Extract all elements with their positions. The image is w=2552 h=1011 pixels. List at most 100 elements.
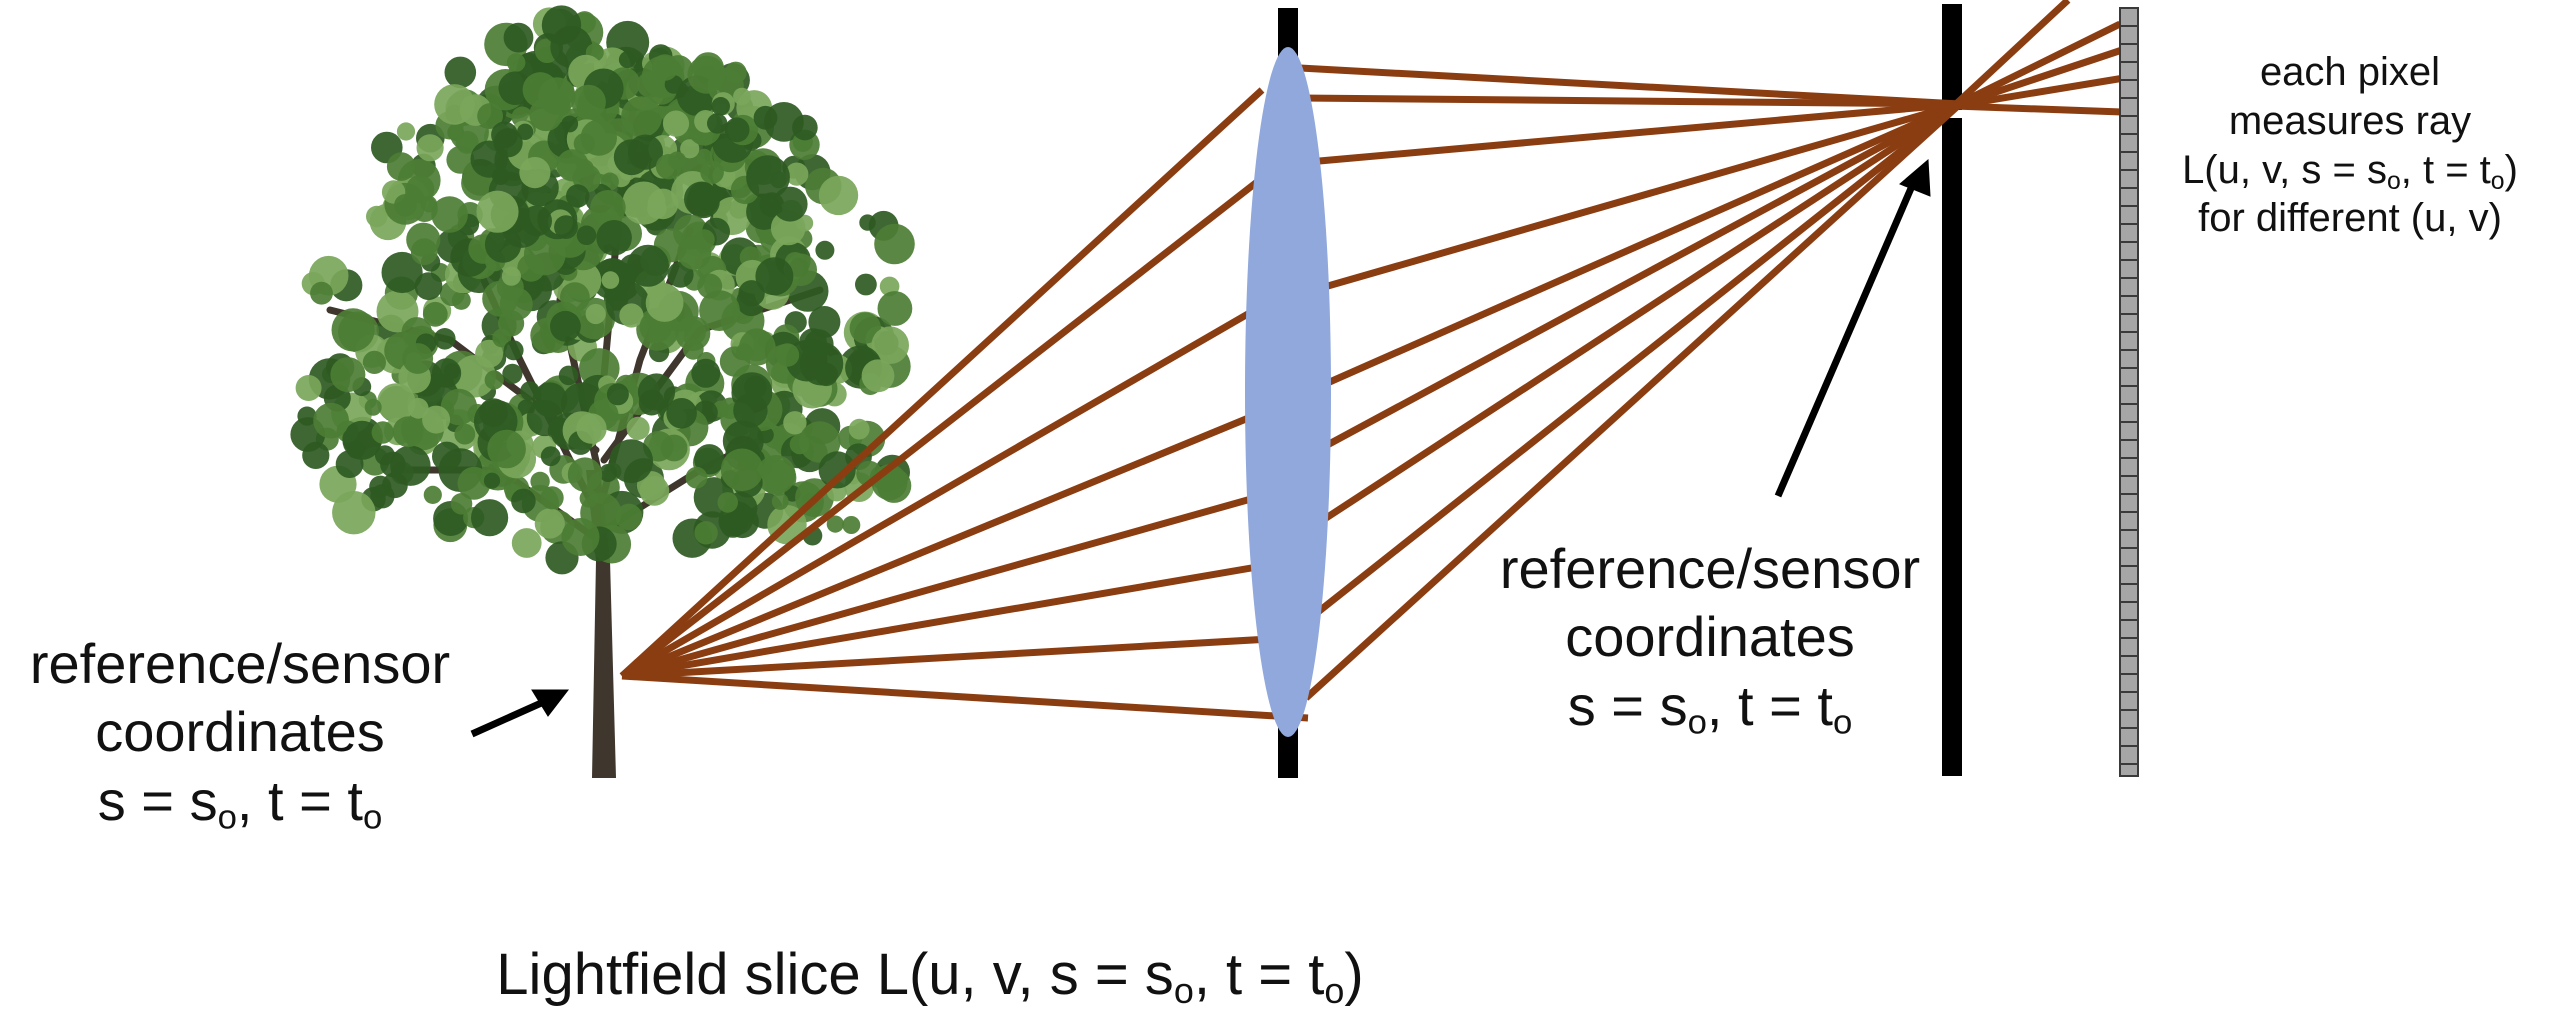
tree-leaf-cluster [739,328,776,366]
sensor-pixel [2119,151,2139,171]
tree-leaf-cluster [483,472,501,489]
sensor-pixel [2119,223,2139,243]
sensor-pixel [2119,331,2139,351]
tree-leaf-cluster [621,96,663,138]
sensor-plane-bar-top [1942,4,1962,110]
arrow-sensor-shaft [1774,184,1916,498]
tree-leaf-cluster [566,184,590,208]
tree-leaf-cluster [684,181,720,217]
sensor-pixel [2119,25,2139,45]
tree-leaf-cluster [849,312,881,344]
tree-leaf-cluster [526,399,563,437]
sensor-pixel [2119,313,2139,333]
tree-icon [290,5,915,778]
ray-segment-pixel [1952,20,2122,110]
ray-segment-pixel [1953,74,2125,110]
tree-leaf-cluster [503,340,524,361]
sensor-pixel [2119,511,2139,531]
tree-leaf-cluster [660,434,688,462]
sensor-pixel [2119,7,2139,27]
ray-segment-image [1299,94,1961,108]
tree-leaf-cluster [519,157,551,189]
tree-leaf-cluster [492,328,512,348]
tree-leaf-cluster [423,485,442,504]
sensor-label-line1: reference/sensor [1499,537,1921,600]
ray-segment-object [621,633,1306,680]
tree-leaf-cluster [511,488,536,514]
sensor-pixel [2119,691,2139,711]
tree-leaf-cluster [685,466,708,489]
sensor-pixel [2119,187,2139,207]
tree-leaf-cluster [818,451,856,489]
tree-leaf-cluster [295,375,322,401]
tree-leaf-cluster [440,388,478,426]
tree-leaf-cluster [540,446,561,467]
tree-leaf-cluster [482,280,519,317]
ray-segment-image [1299,64,1961,108]
tree-leaf-cluster [457,466,491,500]
tree-leaf-cluster [638,389,665,416]
tree-leaf-cluster [696,148,713,165]
object-label-line1: reference/sensor [29,632,451,695]
tree-leaf-cluster [590,190,626,226]
tree-leaf-cluster [471,499,509,537]
tree-leaf-cluster [645,284,684,322]
sensor-pixel [2119,673,2139,693]
ray-segment-image [1307,100,1961,166]
tree-leaf-cluster [613,139,650,176]
tree-leaf-cluster [331,308,375,352]
sensor-pixel [2119,583,2139,603]
arrow-object-shaft [470,696,550,738]
tree-leaf-cluster [534,508,565,539]
tree-leaf-cluster [477,103,503,129]
tree-leaf-cluster [501,266,521,286]
ray-segment-object [621,484,1291,680]
tree-leaf-cluster [484,226,522,263]
arrow-sensor-head [1899,158,1931,197]
sensor-pixel [2119,475,2139,495]
ray-segment-image [1303,101,1963,701]
pixel-note-line1: each pixel [2259,50,2441,94]
sensor-pixel [2119,457,2139,477]
tree-leaf-cluster [371,421,394,444]
tree-leaf-cluster [453,355,496,398]
sensor-pixel [2119,241,2139,261]
tree-leaf-cluster [567,457,603,492]
tree-leaf-cluster [550,310,581,342]
tree-leaf-cluster [744,375,767,399]
tree-leaf-cluster [680,139,700,159]
tree-leaf-cluster [422,405,451,434]
tree-leaf-cluster [699,290,740,331]
sensor-pixel [2119,205,2139,225]
tree-leaf-cluster [619,303,644,328]
tree-leaf-cluster [874,223,915,265]
tree-leaf-cluster [585,303,606,325]
sensor-pixel [2119,133,2139,153]
tree-leaf-cluster [772,186,808,222]
sensor-strip [2119,7,2139,777]
tree-leaf-cluster [335,450,364,478]
tree-leaf-cluster [422,301,448,327]
sensor-pixel [2119,709,2139,729]
sensor-pixel [2119,727,2139,747]
tree-leaf-cluster [432,441,462,472]
tree-leaf-cluster [783,411,807,435]
pixel-note-line2: measures ray [2228,98,2472,143]
ray-segment-object [619,172,1269,679]
tree-leaf-cluster [691,358,721,388]
sensor-pixel [2119,745,2139,765]
tree-leaf-cluster [476,190,519,233]
tree-leaf-cluster [755,257,794,296]
tree-leaf-cluster [639,476,670,506]
sensor-pixel [2119,403,2139,423]
tree-leaf-cluster [756,455,796,495]
tree-leaf-cluster [487,429,526,469]
tree-leaf-cluster [571,84,606,120]
sensor-pixel [2119,367,2139,387]
tree-leaf-cluster [414,272,443,301]
tree-leaf-cluster [627,244,669,287]
tree-leaf-cluster [694,444,725,475]
sensor-pixel [2119,61,2139,81]
sensor-pixel [2119,493,2139,513]
